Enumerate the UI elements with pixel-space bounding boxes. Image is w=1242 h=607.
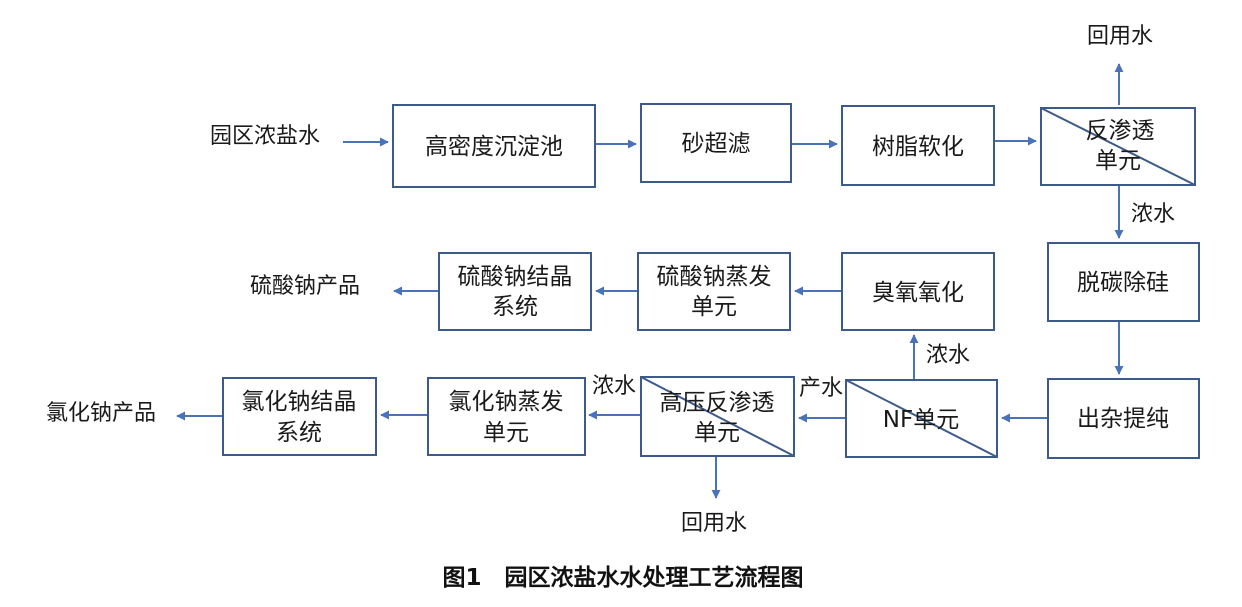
node-ro-unit: 反渗透 单元	[1040, 107, 1196, 186]
reuse-water-bottom-label: 回用水	[681, 511, 747, 536]
nf-concentrate-label: 浓水	[926, 343, 970, 368]
node-hp-ro-unit-label-line1: 高压反渗透	[660, 390, 775, 416]
node-resin-softening-label: 树脂软化	[872, 134, 964, 160]
node-impurity-removal-label: 出杂提纯	[1077, 406, 1169, 432]
node-na2so4-evap-label-line2: 单元	[691, 294, 737, 320]
node-resin-softening: 树脂软化	[841, 105, 995, 186]
figure-caption: 图1 园区浓盐水水处理工艺流程图	[442, 564, 803, 591]
node-nf-unit-label: NF单元	[883, 407, 959, 433]
node-nf-unit: NF单元	[845, 379, 998, 458]
node-na2so4-cryst-label-line2: 系统	[492, 294, 538, 320]
node-ozone-oxidation: 臭氧氧化	[841, 252, 995, 331]
node-nacl-evap: 氯化钠蒸发 单元	[427, 377, 586, 456]
node-nacl-evap-label-line2: 单元	[483, 420, 529, 446]
reuse-water-top-label: 回用水	[1087, 24, 1153, 49]
sodium-chloride-product-label: 氯化钠产品	[46, 401, 156, 426]
node-na2so4-evap: 硫酸钠蒸发 单元	[637, 252, 791, 331]
node-nacl-evap-label-line1: 氯化钠蒸发	[449, 389, 564, 415]
nf-permeate-label: 产水	[799, 376, 843, 401]
node-sand-ultrafilter-label: 砂超滤	[682, 131, 751, 157]
feed-label: 园区浓盐水	[210, 124, 320, 149]
node-sedimentation: 高密度沉淀池	[392, 104, 596, 188]
node-hp-ro-unit-label-line2: 单元	[694, 420, 740, 446]
node-na2so4-evap-label-line1: 硫酸钠蒸发	[657, 264, 772, 290]
node-impurity-removal: 出杂提纯	[1047, 378, 1200, 459]
node-nacl-cryst-label-line1: 氯化钠结晶	[242, 389, 357, 415]
node-decarb-desilica-label: 脱碳除硅	[1077, 270, 1169, 296]
sodium-sulfate-product-label: 硫酸钠产品	[250, 274, 360, 299]
ro-concentrate-label: 浓水	[1131, 202, 1175, 227]
node-nacl-cryst-label-line2: 系统	[276, 420, 322, 446]
node-sand-ultrafilter: 砂超滤	[640, 103, 792, 183]
node-hp-ro-unit: 高压反渗透 单元	[640, 376, 795, 457]
node-na2so4-cryst-label-line1: 硫酸钠结晶	[458, 264, 573, 290]
hp-ro-concentrate-label: 浓水	[592, 374, 636, 399]
node-nacl-cryst: 氯化钠结晶 系统	[222, 377, 377, 456]
node-ro-unit-label-line2: 单元	[1095, 148, 1141, 174]
node-na2so4-cryst: 硫酸钠结晶 系统	[438, 252, 592, 331]
node-ozone-oxidation-label: 臭氧氧化	[872, 280, 964, 306]
node-decarb-desilica: 脱碳除硅	[1047, 242, 1200, 322]
node-sedimentation-label: 高密度沉淀池	[425, 134, 563, 160]
node-ro-unit-label-line1: 反渗透	[1086, 118, 1155, 144]
